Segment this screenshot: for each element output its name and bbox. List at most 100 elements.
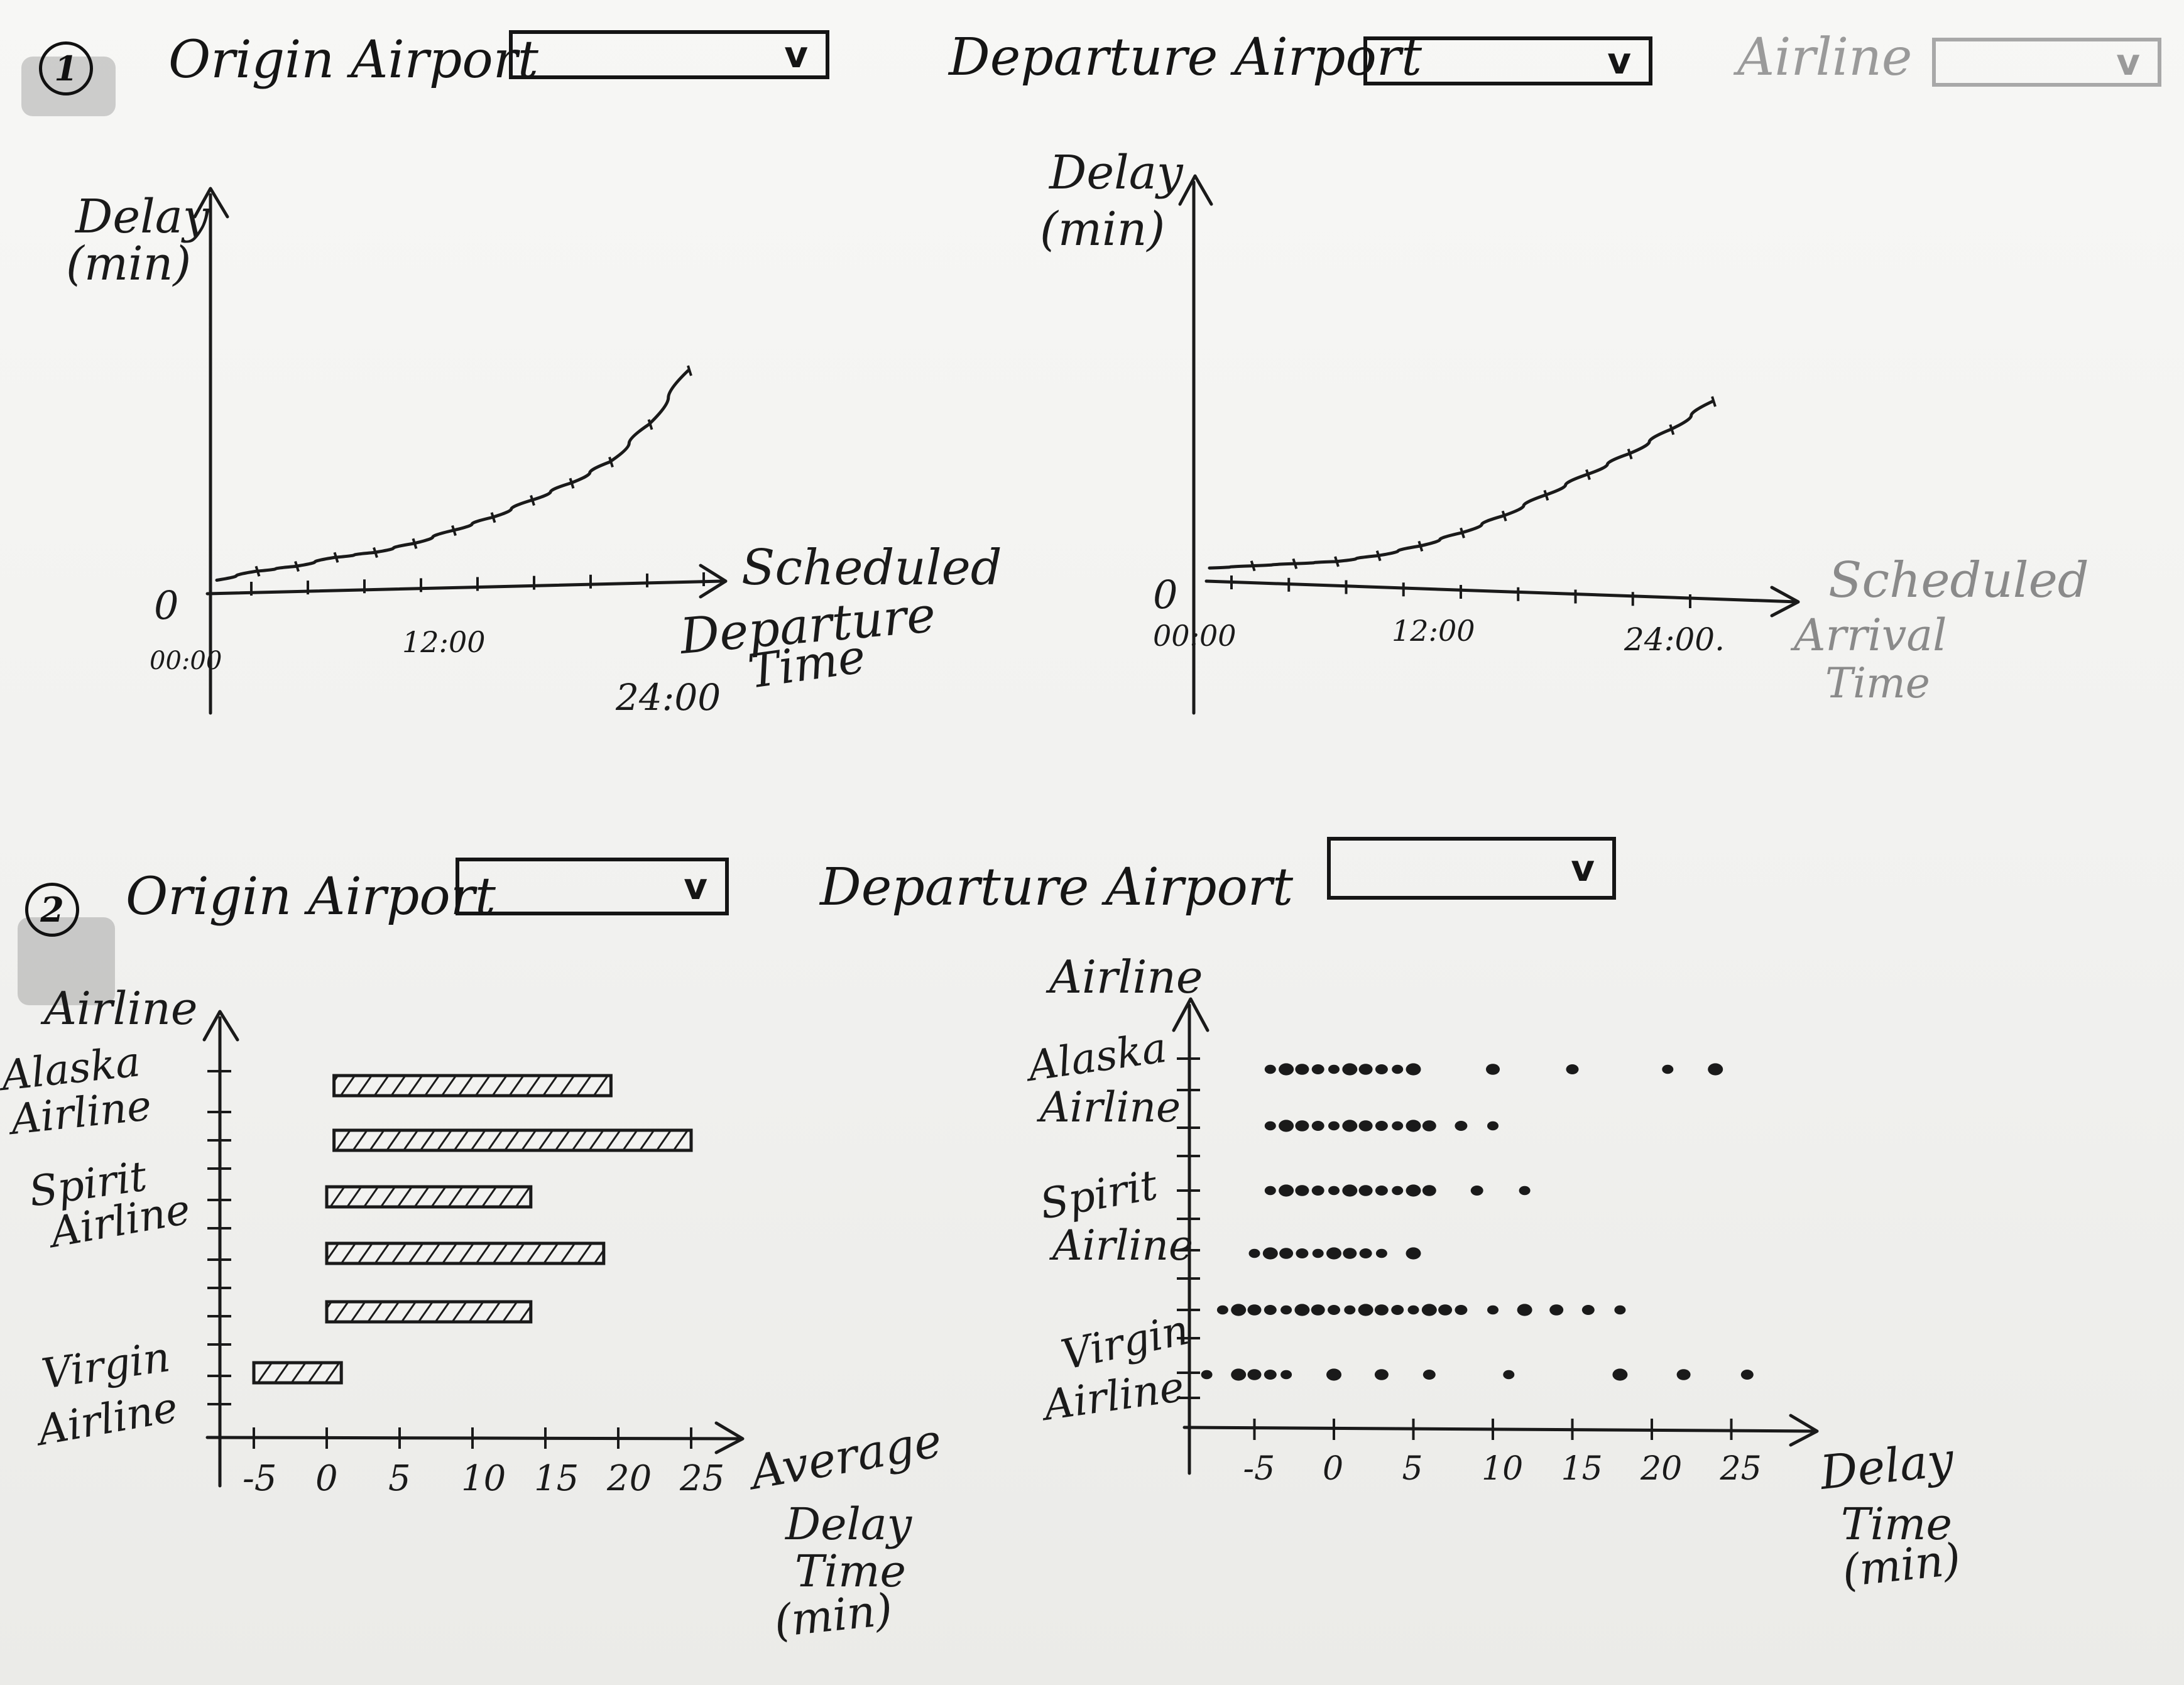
- chevron-down-icon: v: [1607, 40, 1631, 82]
- delay-curve: [215, 369, 690, 582]
- data-point-mark: [1250, 560, 1256, 572]
- dot: [1375, 1186, 1388, 1196]
- data-point-mark: [294, 560, 300, 572]
- x-axis-arrow: [714, 1421, 745, 1454]
- dot: [1326, 1247, 1341, 1260]
- x-tick-label: 00:00: [1153, 619, 1237, 653]
- dots: [1201, 1063, 1754, 1381]
- data-point-mark: [254, 565, 261, 577]
- dot: [1248, 1248, 1260, 1258]
- dot: [1231, 1304, 1247, 1316]
- bar: [325, 1300, 533, 1324]
- data-point-mark: [1585, 469, 1591, 481]
- data-point-mark: [1334, 556, 1340, 567]
- dot: [1487, 1121, 1499, 1131]
- dot: [1296, 1248, 1309, 1258]
- y-axis-label: Delay: [1048, 146, 1184, 200]
- x-axis-label: Arrival: [1790, 609, 1947, 661]
- dot: [1374, 1369, 1389, 1380]
- data-point-mark: [490, 512, 496, 523]
- dot: [1342, 1120, 1358, 1132]
- x-axis: [1182, 1426, 1818, 1433]
- data-point-mark: [647, 419, 653, 430]
- dot: [1662, 1064, 1674, 1074]
- y-zero-label: 0: [1153, 572, 1177, 618]
- departure-airport-dropdown[interactable]: v: [1327, 837, 1616, 900]
- x-axis-label: Delay: [784, 1498, 913, 1550]
- chevron-down-icon: v: [1571, 847, 1595, 890]
- bar: [252, 1361, 343, 1385]
- data-point-mark: [1417, 540, 1424, 552]
- chevron-down-icon: v: [784, 33, 808, 76]
- airline-label: Airline: [1737, 28, 1913, 87]
- data-point-mark: [1375, 550, 1382, 562]
- x-tick-label: 20: [1640, 1450, 1682, 1488]
- data-point-mark: [333, 552, 339, 563]
- dot: [1407, 1305, 1419, 1315]
- x-axis: [205, 1436, 743, 1441]
- dot: [1311, 1121, 1324, 1131]
- dot: [1295, 1185, 1309, 1196]
- x-tick-label: 24:00.: [1624, 621, 1725, 658]
- origin-airport-dropdown[interactable]: v: [509, 30, 829, 79]
- dot: [1311, 1304, 1325, 1316]
- dot: [1358, 1185, 1373, 1196]
- section-2-number-badge: 2: [25, 883, 79, 937]
- dot: [1517, 1304, 1532, 1316]
- bar: [325, 1185, 533, 1209]
- dot: [1566, 1064, 1579, 1074]
- y-axis-arrow: [1172, 997, 1209, 1032]
- dot: [1438, 1304, 1453, 1316]
- section-2: 2 Origin Airport v Departure Airport v -…: [0, 785, 2184, 1685]
- x-tick-label: 5: [388, 1458, 411, 1499]
- dot: [1375, 1121, 1388, 1131]
- dot: [1280, 1370, 1292, 1380]
- dot: [1455, 1305, 1468, 1315]
- x-axis: [1204, 579, 1799, 604]
- dot: [1295, 1064, 1309, 1075]
- dot: [1374, 1304, 1389, 1316]
- section-1-number-badge: 1: [39, 41, 93, 95]
- data-point-mark: [412, 538, 418, 549]
- airline-dropdown[interactable]: v: [1932, 38, 2161, 87]
- dot: [1549, 1304, 1564, 1316]
- x-tick-label: 15: [1561, 1450, 1603, 1488]
- dot: [1470, 1186, 1483, 1196]
- dot: [1342, 1184, 1358, 1197]
- dot: [1421, 1304, 1437, 1316]
- x-tick-label: 0: [315, 1458, 338, 1499]
- category-label: Alaska: [1022, 1023, 1170, 1091]
- dot: [1279, 1184, 1294, 1197]
- x-tick-label: -5: [243, 1458, 277, 1499]
- x-tick-label: 20: [606, 1458, 652, 1499]
- dot: [1740, 1370, 1754, 1380]
- data-point-mark: [1501, 510, 1507, 521]
- x-tick-label: 12:00: [402, 625, 486, 659]
- y-axis-label: (min): [66, 237, 191, 291]
- bar: [325, 1241, 606, 1265]
- dot: [1708, 1063, 1723, 1076]
- origin-airport-label: Origin Airport: [168, 30, 538, 90]
- chevron-down-icon: v: [2116, 41, 2140, 84]
- x-axis-label: Time: [795, 1546, 906, 1597]
- data-point-mark: [451, 525, 457, 537]
- x-ticks: [250, 572, 705, 596]
- arrival-delay-line-chart: Delay (min) 0 00:00 12:00 24:00. Schedul…: [1040, 146, 2089, 715]
- dot: [1328, 1121, 1340, 1131]
- origin-airport-dropdown[interactable]: v: [456, 858, 729, 915]
- dot: [1581, 1305, 1595, 1315]
- dot: [1342, 1063, 1358, 1076]
- data-point-mark: [373, 547, 378, 559]
- dot: [1406, 1184, 1421, 1197]
- x-axis-label: Scheduled: [741, 540, 1002, 596]
- dot: [1358, 1304, 1373, 1316]
- data-point-mark: [1543, 489, 1549, 501]
- category-label: Airline: [1049, 1221, 1193, 1270]
- departure-airport-dropdown[interactable]: v: [1363, 36, 1652, 85]
- dot: [1328, 1186, 1340, 1196]
- dot: [1422, 1185, 1436, 1196]
- dot: [1375, 1248, 1387, 1258]
- dot: [1216, 1305, 1228, 1315]
- dot: [1487, 1305, 1499, 1315]
- x-axis-label: Time: [1825, 659, 1930, 707]
